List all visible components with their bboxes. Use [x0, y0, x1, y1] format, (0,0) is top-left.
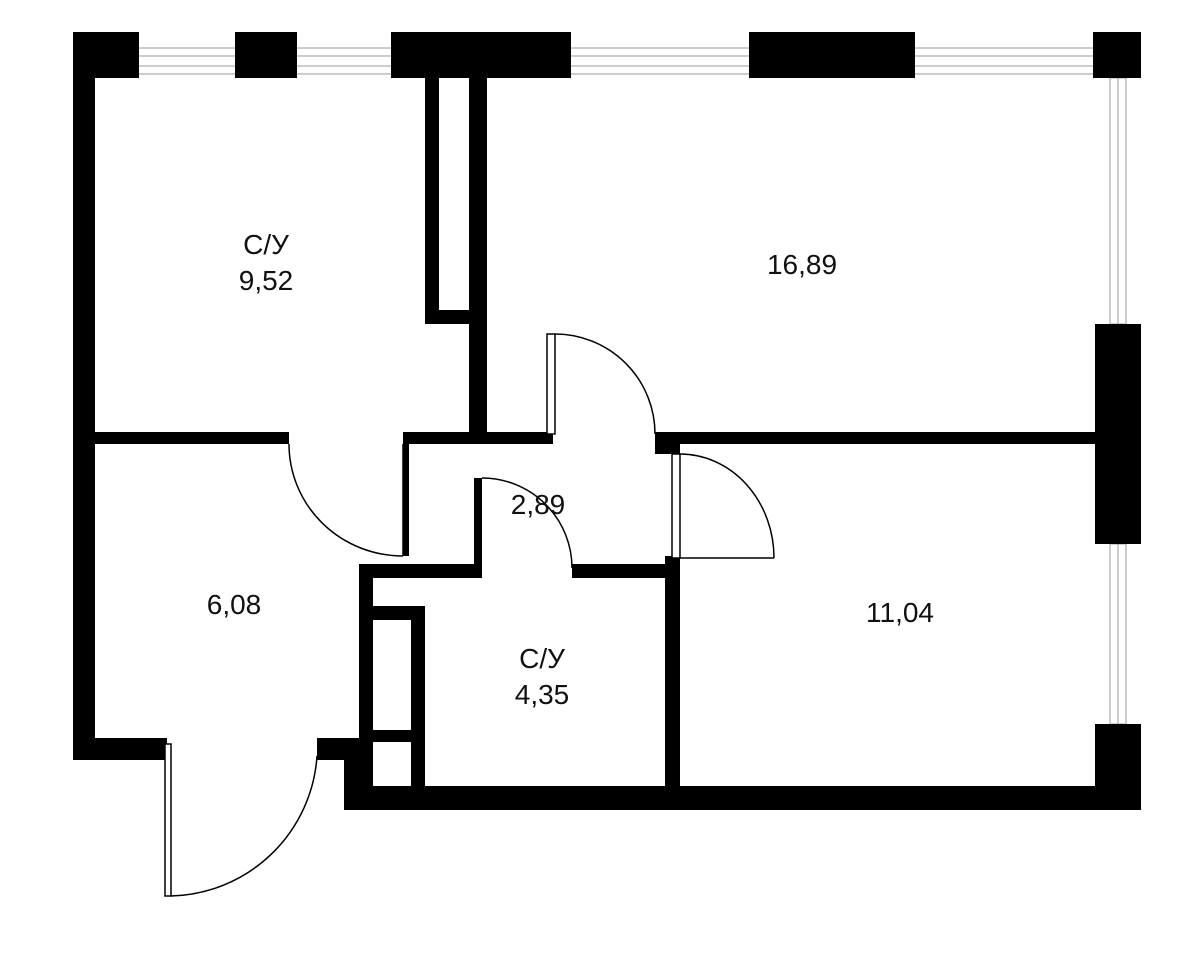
room-label-entrance: 6,08	[207, 589, 262, 620]
room-label-large: 16,89	[767, 249, 837, 280]
duct-wall	[469, 70, 487, 442]
room-area: 2,89	[511, 489, 566, 520]
room-label-hall-small: 2,89	[511, 489, 566, 520]
wall-mid-center	[403, 432, 553, 444]
room-label-bathroom-small: С/У 4,35	[515, 643, 570, 710]
cabinet-wall	[359, 606, 425, 620]
door-jamb	[655, 432, 680, 454]
window-top-4	[913, 47, 1095, 75]
window-right-2	[1109, 543, 1127, 725]
walls	[73, 32, 1141, 810]
wall-pier	[749, 32, 915, 78]
wall-bath-door-jamb	[474, 478, 482, 578]
wall-bottom	[344, 786, 1141, 810]
window-top-3	[569, 47, 751, 75]
room-area: 16,89	[767, 249, 837, 280]
door-entrance[interactable]	[164, 743, 318, 897]
wall-corridor-left	[403, 432, 409, 556]
wall-mid-right	[655, 432, 1095, 444]
room-label-bathroom-top: С/У 9,52	[239, 229, 294, 296]
wall-left	[73, 32, 95, 760]
room-label-small: 11,04	[866, 597, 934, 628]
duct-wall	[425, 70, 439, 324]
wall-mid-left	[73, 432, 289, 444]
door-room-small[interactable]	[671, 453, 775, 559]
wall-pier	[235, 32, 297, 78]
wall-bath-left	[359, 564, 373, 810]
door-bathroom-small[interactable]	[481, 477, 573, 569]
room-area: 6,08	[207, 589, 262, 620]
window-top-1	[137, 47, 237, 75]
room-name: С/У	[519, 643, 565, 674]
room-area: 4,35	[515, 679, 570, 710]
wall-right-pier	[1095, 324, 1141, 544]
wall-pier	[1093, 32, 1141, 78]
wall-bath-top	[359, 564, 480, 578]
window-top-2	[295, 47, 393, 75]
door-bathroom-top[interactable]	[288, 443, 404, 557]
cabinet-wall	[411, 606, 425, 810]
wall-bottom-left	[73, 738, 167, 760]
door-room-large[interactable]	[546, 333, 656, 435]
wall-bath-right	[665, 556, 680, 810]
room-name: С/У	[243, 229, 289, 260]
window-right-1	[1109, 77, 1127, 325]
wall-bath-top-right	[572, 564, 680, 578]
cabinet-wall	[359, 730, 425, 742]
room-area: 11,04	[866, 597, 934, 628]
room-area: 9,52	[239, 265, 294, 296]
